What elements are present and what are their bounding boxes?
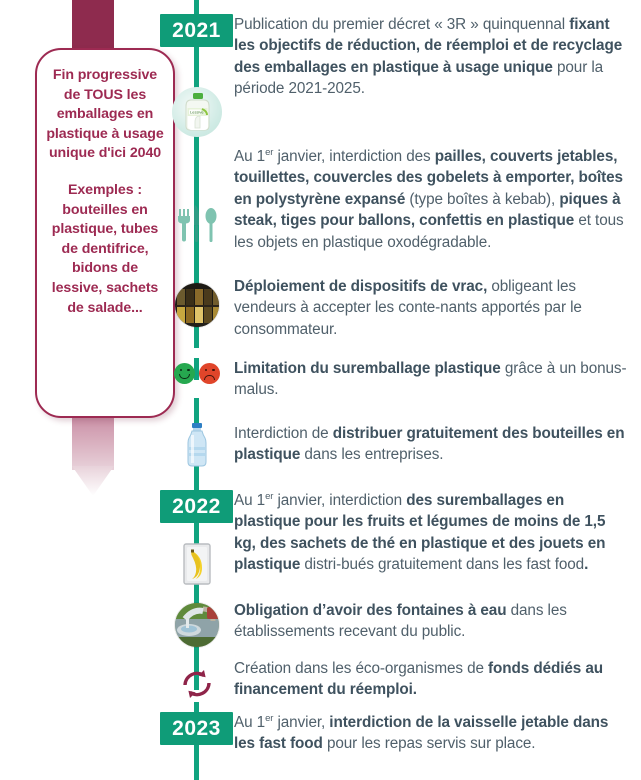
water-fountain-icon — [169, 601, 225, 649]
bonus-malus-smileys-icon — [169, 360, 225, 386]
callout-card: Fin progressive de TOUS les emballages e… — [35, 48, 175, 418]
entry-dispositifs-vrac: Déploiement de dispositifs de vrac, obli… — [234, 278, 582, 338]
bulk-dispensers-icon — [169, 281, 225, 329]
spine-gap — [192, 348, 201, 358]
happy-face-icon — [174, 362, 195, 384]
year-badge-2022: 2022 — [160, 490, 233, 523]
plastic-cutlery-icon — [169, 196, 225, 252]
water-bottle-icon — [169, 421, 225, 469]
callout-line-2: Exemples : bouteilles en plastique, tube… — [51, 181, 159, 316]
bulk-dispensers-photo — [174, 282, 220, 328]
packaged-banana-glyph — [183, 543, 211, 585]
detergent-bottle-icon: Lessive — [169, 84, 225, 140]
entry-fonds-reemploi: Création dans les éco-organismes de fond… — [234, 660, 603, 699]
smiley-pair — [174, 362, 220, 384]
entry-interdiction-ustensiles: Au 1er janvier, interdiction des pailles… — [234, 146, 624, 251]
entry-fontaines-a-eau: Obligation d’avoir des fontaines à eau d… — [234, 602, 567, 641]
water-fountain-glyph — [175, 603, 219, 647]
entry-decret-3r: Publication du premier décret « 3R » qui… — [234, 16, 623, 98]
water-bottle-glyph — [187, 423, 207, 467]
spine-gap — [192, 380, 201, 398]
detergent-bottle-halo: Lessive — [172, 87, 222, 137]
recycling-arrows-icon — [169, 662, 225, 706]
detergent-bottle-glyph: Lessive — [185, 93, 210, 131]
entry-vaisselle-fast-food: Au 1er janvier, interdiction de la vaiss… — [234, 712, 609, 753]
water-fountain-photo — [174, 602, 220, 648]
svg-text:Lessive: Lessive — [190, 110, 204, 115]
entry-fruits-legumes: Au 1er janvier, interdiction des suremba… — [234, 490, 606, 574]
plate-glyph — [184, 752, 210, 778]
year-badge-2021: 2021 — [160, 14, 233, 47]
callout-line-1: Fin progressive de TOUS les emballages e… — [46, 67, 164, 162]
recycling-arrows-glyph — [183, 670, 211, 698]
year-badge-2023: 2023 — [160, 712, 233, 745]
entry-suremballage-bonus-malus: Limitation du suremballage plastique grâ… — [234, 360, 627, 399]
sad-face-icon — [199, 362, 220, 384]
bulk-dispensers-glyph — [175, 283, 219, 327]
packaged-banana-icon — [169, 541, 225, 589]
cutlery-glyph — [178, 205, 217, 242]
entry-bouteilles-entreprises: Interdiction de distribuer gratuitement … — [234, 425, 625, 464]
